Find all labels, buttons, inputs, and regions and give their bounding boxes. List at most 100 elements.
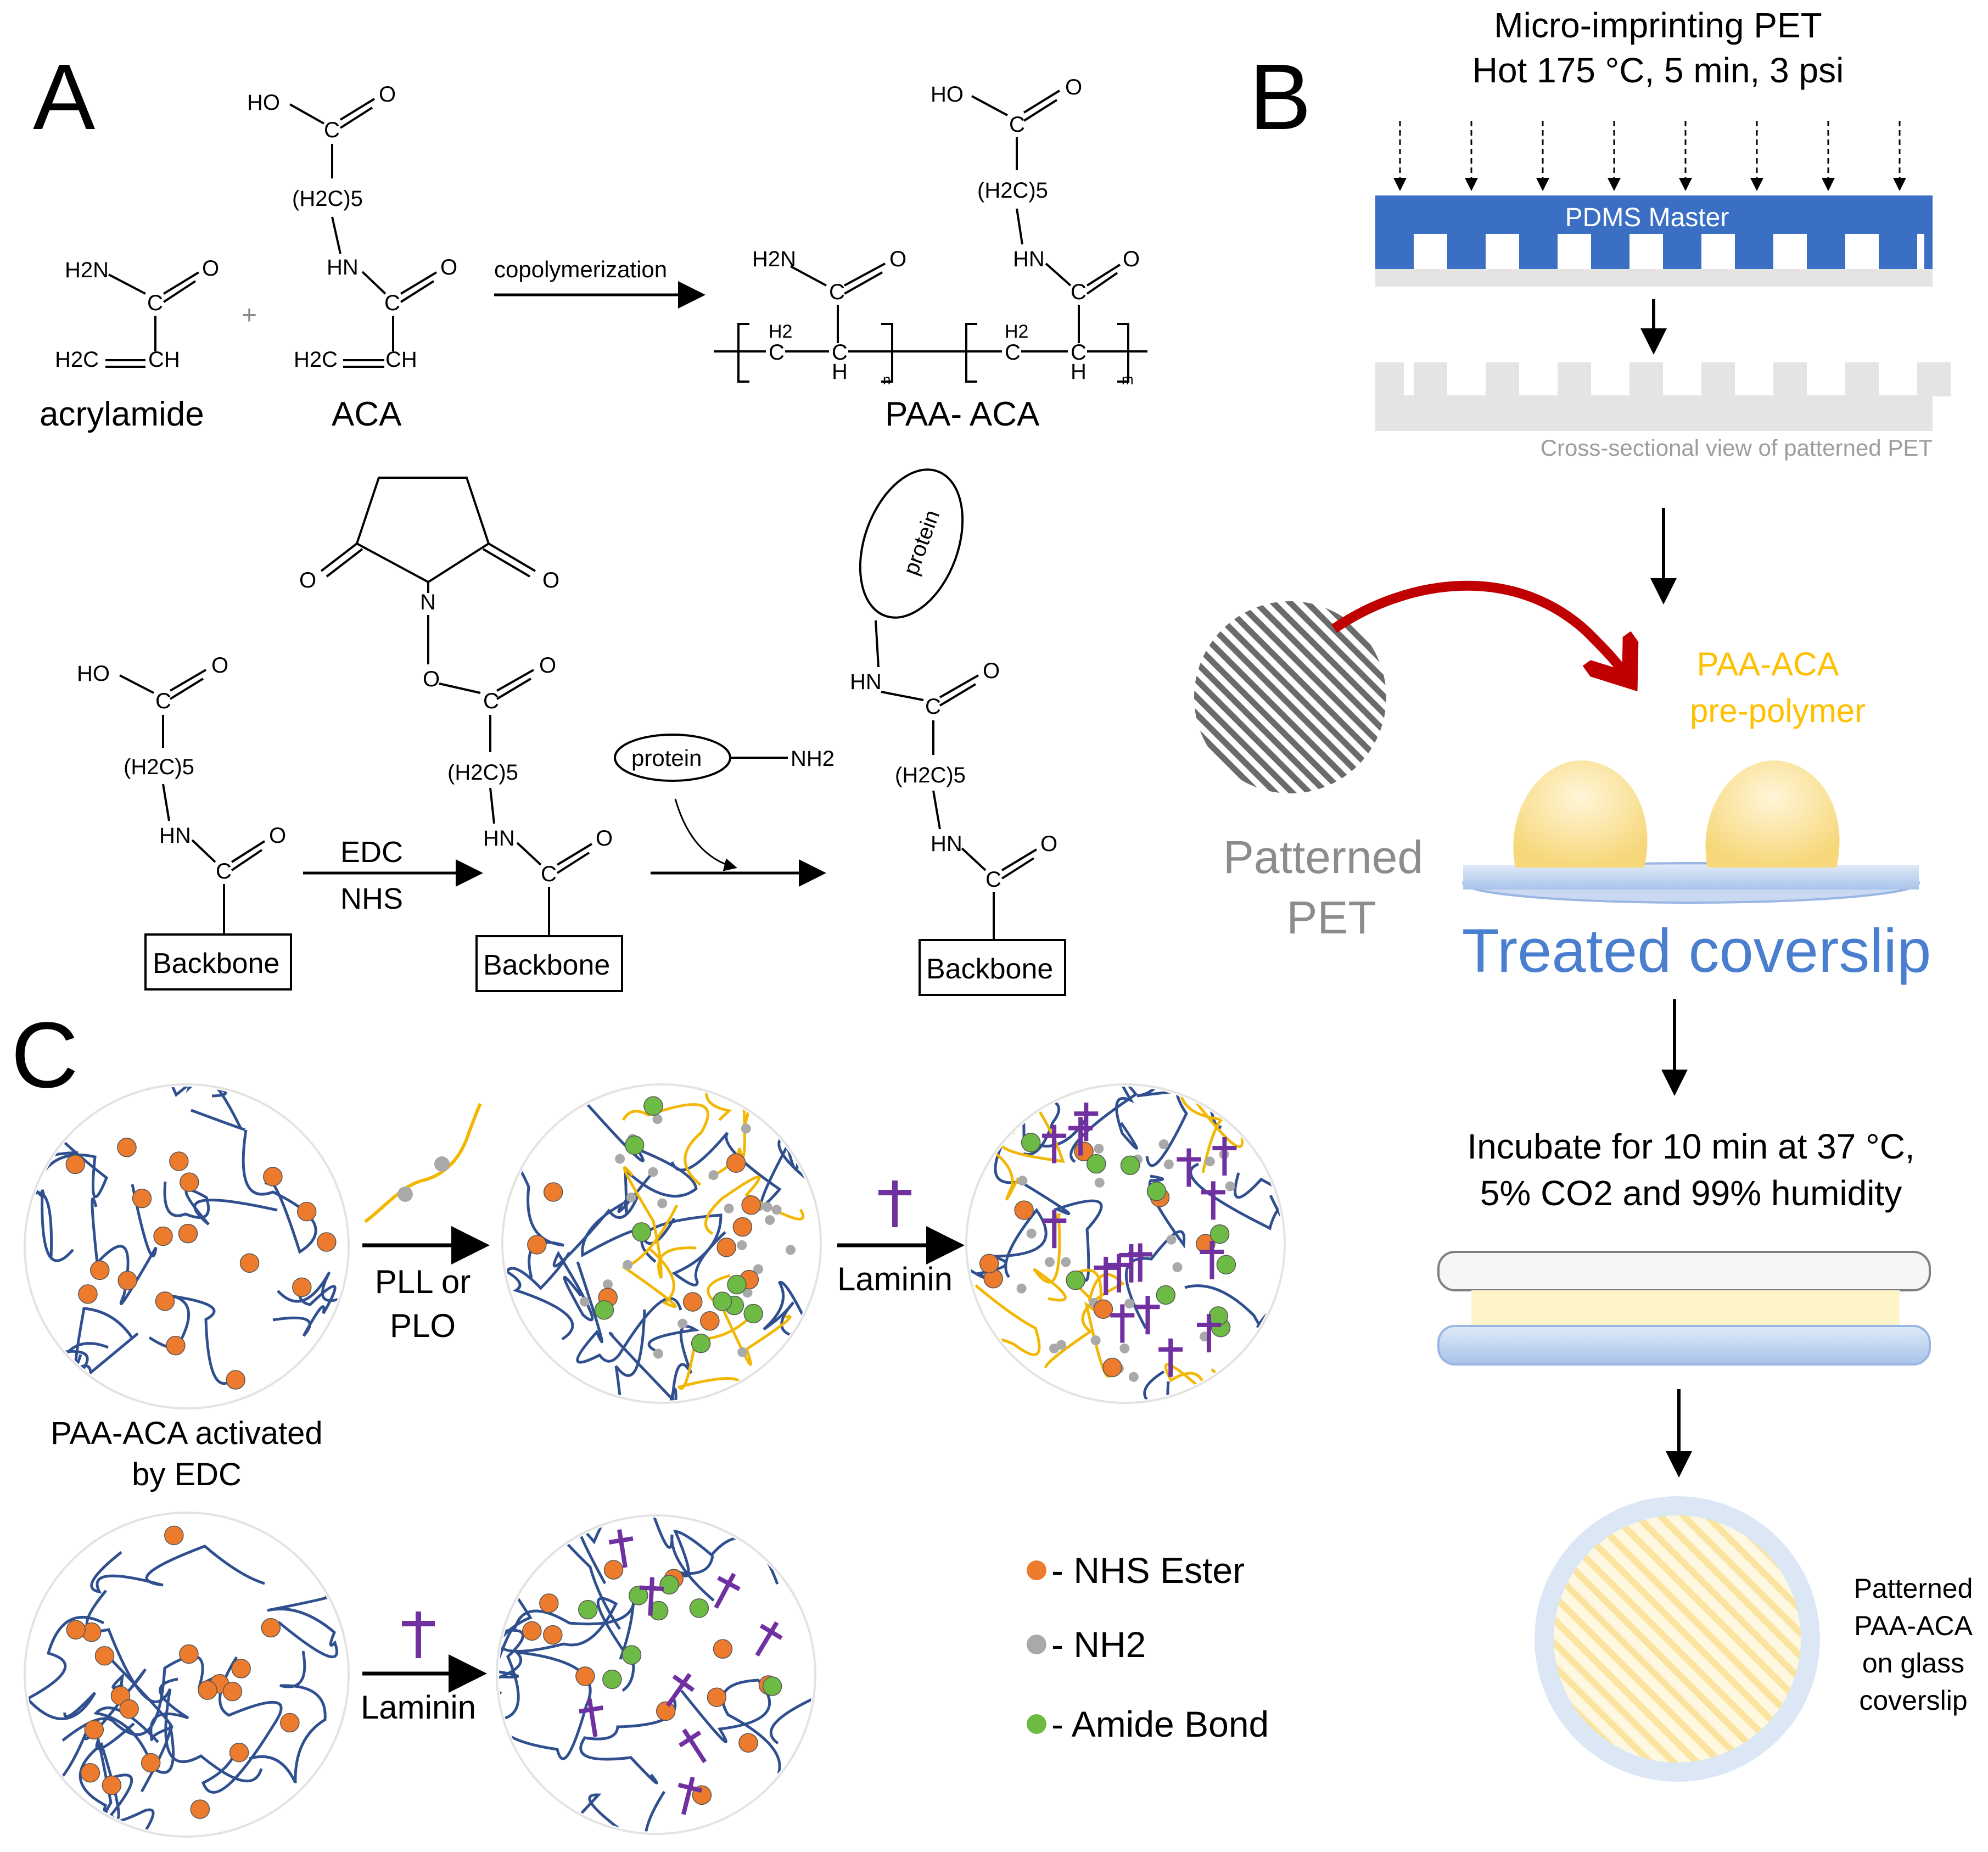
amide-bond-dot [643, 1096, 663, 1116]
polymer-chain [579, 1696, 677, 1784]
nhs-o: O [596, 826, 613, 851]
nhs-ester-dot [198, 1680, 217, 1700]
polymer-chain [499, 1551, 533, 1671]
bb1-h2c5: (H2C)5 [124, 755, 194, 779]
pet-ridge [1701, 362, 1735, 396]
nh2-dot [652, 1114, 663, 1124]
final-patterned-coverslip [1535, 1496, 1820, 1782]
amide-bond-dot [712, 1291, 732, 1311]
panel-b: B Micro-imprinting PET Hot 175 °C, 5 min… [1194, 5, 1973, 1782]
aca-h2c: H2C [294, 348, 338, 372]
nhs-label: NHS [340, 882, 403, 915]
nh2-dot [1163, 1159, 1174, 1170]
network-circle [496, 1514, 816, 1835]
pdms-tooth [1375, 234, 1414, 269]
nhs-ester-dot [261, 1618, 281, 1638]
nh2-dot [762, 1202, 772, 1212]
amide-bond-dot [1156, 1285, 1176, 1305]
nhs-ester-dot [527, 1235, 547, 1255]
laminin-cross [1177, 1148, 1201, 1187]
cross-section-caption: Cross-sectional view of patterned PET [1541, 435, 1933, 461]
laminin-cross [1107, 1254, 1132, 1293]
polymer-chain [267, 1595, 339, 1658]
acrylamide-c: C [147, 291, 163, 315]
pdms-tooth [1591, 234, 1629, 269]
polymer-chain [753, 1820, 813, 1832]
conj-h2c5: (H2C)5 [895, 763, 966, 787]
amide-bond-dot [621, 1645, 642, 1665]
backbone-1-structure: HO O C (H2C)5 HN O C Backbone [77, 653, 292, 991]
laminin-cross [1128, 1243, 1152, 1282]
nhs-ester-dot [543, 1625, 563, 1645]
aca-hn: HN [327, 255, 359, 279]
nh2-dot [753, 1264, 763, 1274]
nhs-ester-dot [280, 1713, 300, 1733]
conj-o: O [1040, 832, 1057, 856]
polymer-chain [90, 1545, 265, 1594]
prepolymer-droplet-right [1705, 760, 1840, 868]
final-label-2: PAA-ACA [1854, 1610, 1973, 1641]
laminin-cross [579, 1698, 604, 1737]
legend-marker-amide-bond [1027, 1714, 1046, 1734]
nhs-ester-dot [102, 1775, 122, 1795]
backbone-label-1: Backbone [153, 948, 279, 980]
nhs-ester-dot [317, 1232, 337, 1252]
network-circle [24, 1512, 350, 1838]
laminin-cross [1110, 1304, 1135, 1343]
product-c-4: C [1071, 340, 1087, 365]
nh2-dot [615, 1154, 625, 1164]
laminin-cross [1042, 1210, 1067, 1249]
protein-reagent-label: protein [631, 745, 702, 771]
legend: - NHS Ester - NH2 - Amide Bond [1027, 1550, 1269, 1744]
nhs-c-top: C [483, 689, 499, 713]
conj-hn-top: HN [850, 670, 882, 694]
nhs-ester-dot [132, 1188, 152, 1208]
acrylamide-h2n: H2N [65, 258, 109, 282]
nh2-dot [771, 1205, 782, 1215]
pet-ridge [1845, 362, 1879, 396]
incubate-line2: 5% CO2 and 99% humidity [1480, 1173, 1902, 1213]
imprint-title-line2: Hot 175 °C, 5 min, 3 psi [1472, 51, 1844, 90]
nhs-ester-dot [178, 1223, 198, 1244]
product-h2-1: H2 [769, 321, 792, 342]
nh2-dot [1225, 1181, 1235, 1191]
nh2-dot [1128, 1372, 1139, 1382]
aca-ho: HO [247, 91, 280, 115]
nhs-ester-dot [117, 1138, 137, 1157]
nhs-ester-dot [169, 1151, 189, 1171]
protein-nh2: NH2 [791, 747, 835, 771]
aca-structure: HO O C (H2C)5 HN O C H2C CH ACA [247, 82, 457, 433]
laminin-cross [639, 1577, 664, 1616]
nhs-o-top: O [539, 653, 556, 678]
network-circle-outline [496, 1514, 816, 1835]
panel-c: C PLL or PLO Laminin PAA-ACA activated b… [11, 1003, 1286, 1838]
amide-bond-dot [762, 1676, 782, 1696]
laminin-cross [1074, 1103, 1099, 1142]
polymer-chain [576, 1261, 682, 1364]
nhs-ester-dot [263, 1167, 283, 1187]
nhs-h2c5: (H2C)5 [447, 760, 518, 785]
nhs-ester-dot [231, 1659, 251, 1678]
pll-label-2: PLO [390, 1307, 456, 1344]
polymer-chain [499, 1589, 636, 1674]
aca-h2c5: (H2C)5 [292, 187, 363, 211]
final-label-4: coverslip [1859, 1685, 1967, 1716]
activated-label-2: by EDC [132, 1457, 242, 1492]
nhs-ester-dot [155, 1291, 175, 1311]
nhs-ester-dot [66, 1620, 86, 1640]
acrylamide-structure: H2N O C H2C CH acrylamide [40, 256, 219, 433]
conj-o-top: O [983, 659, 1000, 683]
nh2-dot [1090, 1335, 1101, 1346]
laminin-cross [1212, 1137, 1237, 1176]
pet-ridge [1375, 362, 1404, 396]
panel-a: A H2N O C H2C CH acrylamide + HO O C (H2… [33, 45, 1147, 996]
nh2-dot [626, 1192, 636, 1202]
product-o-right: O [1123, 247, 1140, 271]
nhs-ester-dot [190, 1799, 210, 1819]
nh2-dot [653, 1349, 663, 1359]
conj-c: C [985, 868, 1001, 892]
prepolymer-label-2: pre-polymer [1690, 692, 1866, 729]
product-h2-2: H2 [1005, 321, 1028, 342]
product-o-top: O [1065, 75, 1082, 99]
nhs-hn: HN [483, 826, 515, 851]
